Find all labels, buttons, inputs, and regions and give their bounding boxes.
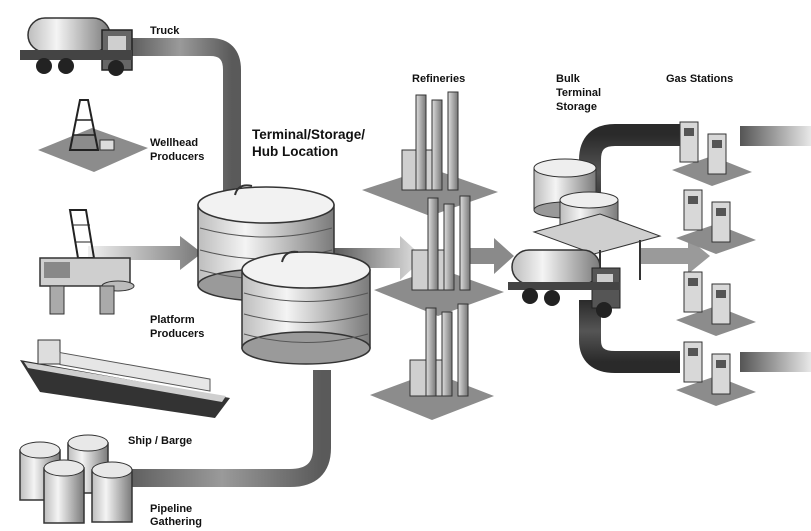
refinery-2 bbox=[374, 195, 504, 316]
refinery-group bbox=[362, 91, 504, 420]
gas-station-1 bbox=[672, 121, 752, 186]
pipeline-pipe bbox=[122, 370, 331, 487]
label-truck: Truck bbox=[150, 25, 180, 37]
platform-flow-arrow bbox=[88, 236, 202, 270]
label-ship: Ship / Barge bbox=[128, 435, 192, 447]
labels: Truck Wellhead Producers Terminal/Storag… bbox=[128, 25, 733, 528]
refinery-1 bbox=[362, 91, 498, 216]
label-bulk-terminal: Bulk Terminal Storage bbox=[556, 73, 604, 113]
gas-pipe-top bbox=[740, 126, 811, 146]
label-pipeline: Pipeline Gathering bbox=[150, 503, 202, 528]
gas-station-3 bbox=[676, 271, 756, 336]
label-platform: Platform Producers bbox=[150, 314, 204, 340]
label-refineries: Refineries bbox=[412, 73, 465, 85]
truck-illustration bbox=[20, 17, 133, 76]
distribution-pipe-bottom bbox=[579, 300, 680, 373]
terminal-to-refinery-arrow bbox=[330, 236, 424, 280]
bulk-truck-illustration bbox=[508, 249, 621, 318]
label-wellhead: Wellhead Producers bbox=[150, 137, 204, 163]
pipeline-tanks-illustration bbox=[19, 434, 133, 524]
label-terminal: Terminal/Storage/ Hub Location bbox=[252, 127, 369, 159]
gas-station-4 bbox=[676, 341, 756, 406]
refinery-3 bbox=[370, 303, 494, 420]
gas-arrow-middle bbox=[640, 238, 710, 274]
distribution-pipe-top bbox=[579, 124, 680, 210]
wellhead-illustration bbox=[38, 99, 148, 172]
gas-station-2 bbox=[676, 189, 756, 254]
ship-illustration bbox=[20, 339, 230, 418]
platform-illustration bbox=[39, 209, 135, 315]
pipes bbox=[88, 38, 811, 487]
bulk-terminal-illustration bbox=[532, 158, 662, 282]
label-gas-stations: Gas Stations bbox=[666, 73, 733, 85]
refinery-to-bulk-arrow bbox=[470, 238, 514, 274]
gas-pipe-bottom bbox=[740, 352, 811, 372]
truck-pipe bbox=[128, 38, 241, 200]
terminal-tank-2 bbox=[241, 250, 371, 365]
